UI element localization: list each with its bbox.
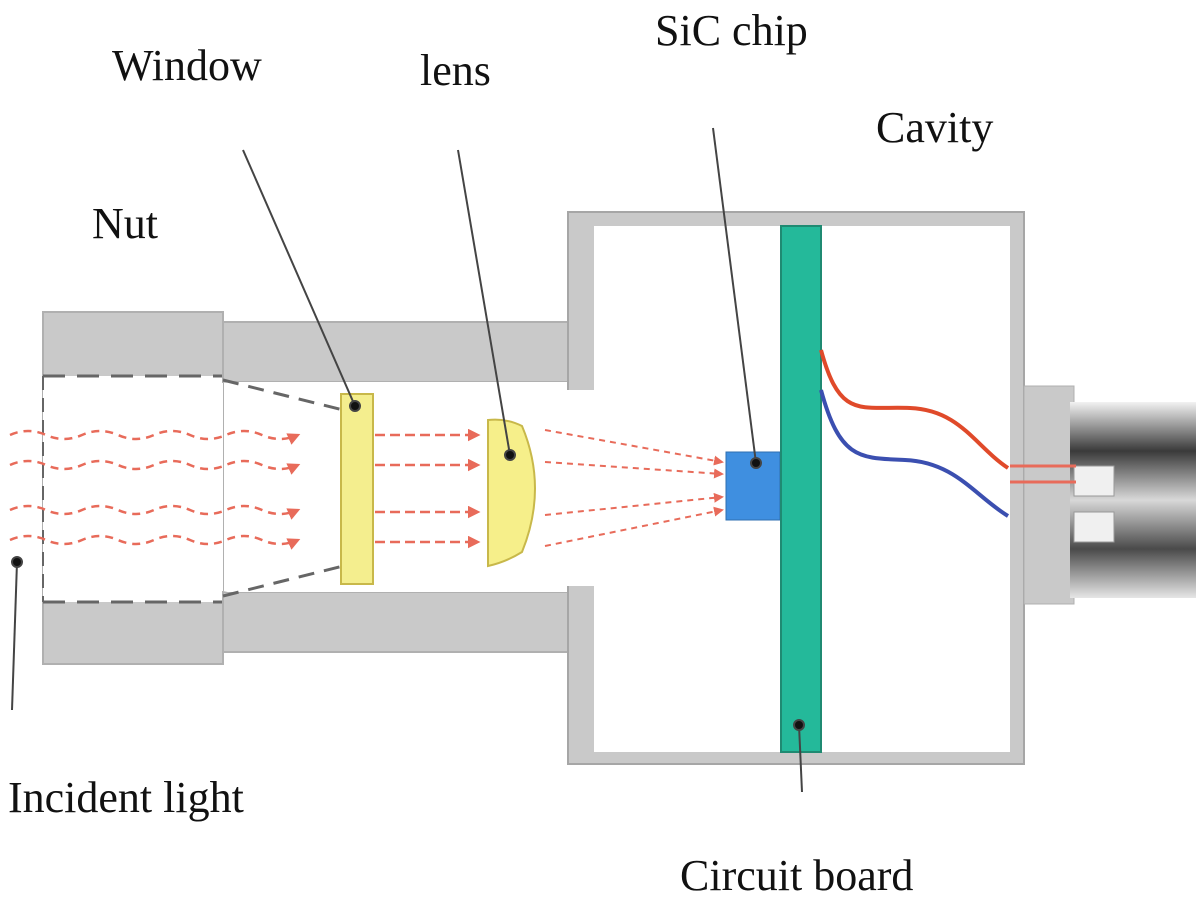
circuit-board [780, 225, 822, 753]
window-lens-rays [375, 428, 481, 549]
ray-1 [9, 429, 301, 445]
leader-lines [11, 127, 805, 793]
label-sic-chip: SiC chip [655, 6, 808, 55]
label-circuit-board: Circuit board [680, 851, 913, 899]
window-element [340, 393, 374, 585]
ray-2 [9, 459, 301, 475]
label-lens: lens [420, 46, 491, 95]
label-nut: Nut [92, 199, 158, 248]
connector [1010, 385, 1196, 605]
label-window: Window [112, 41, 262, 90]
ray-3 [9, 504, 301, 520]
lens-element [487, 418, 536, 568]
tube-housing [222, 321, 569, 653]
nut-shape [42, 311, 224, 665]
wire-blue [819, 389, 1010, 518]
wire-red [819, 349, 1010, 470]
focused-rays [544, 429, 724, 547]
label-incident-light: Incident light [8, 773, 244, 822]
incident-light-rays [9, 429, 301, 550]
label-cavity: Cavity [876, 103, 993, 152]
ray-4 [9, 534, 301, 550]
